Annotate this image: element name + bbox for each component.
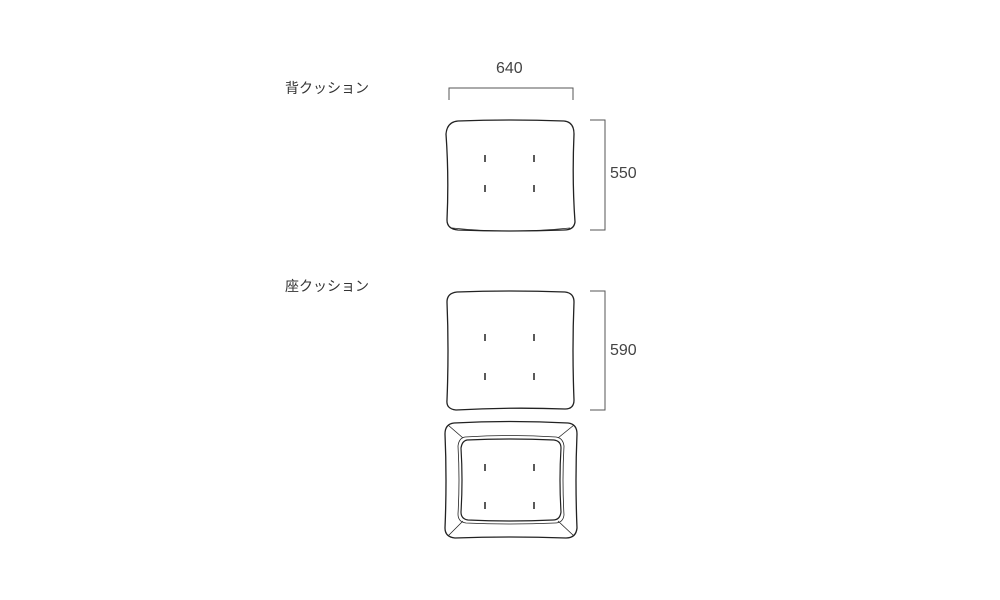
back-height-dimension: 550: [610, 165, 637, 182]
back-cushion-outline: [445, 119, 576, 232]
seat-bottom-outline: [444, 420, 578, 539]
back-height-bracket: [590, 119, 606, 231]
tuft-marks: [484, 155, 535, 509]
back-width-dimension: 640: [496, 60, 523, 77]
seat-cushion-outline: [446, 290, 575, 411]
seat-height-bracket: [590, 290, 606, 411]
back-width-bracket: [448, 87, 574, 100]
seat-cushion-label: 座クッション: [285, 279, 369, 295]
back-cushion-label: 背クッション: [285, 81, 369, 97]
seat-height-dimension: 590: [610, 342, 637, 359]
